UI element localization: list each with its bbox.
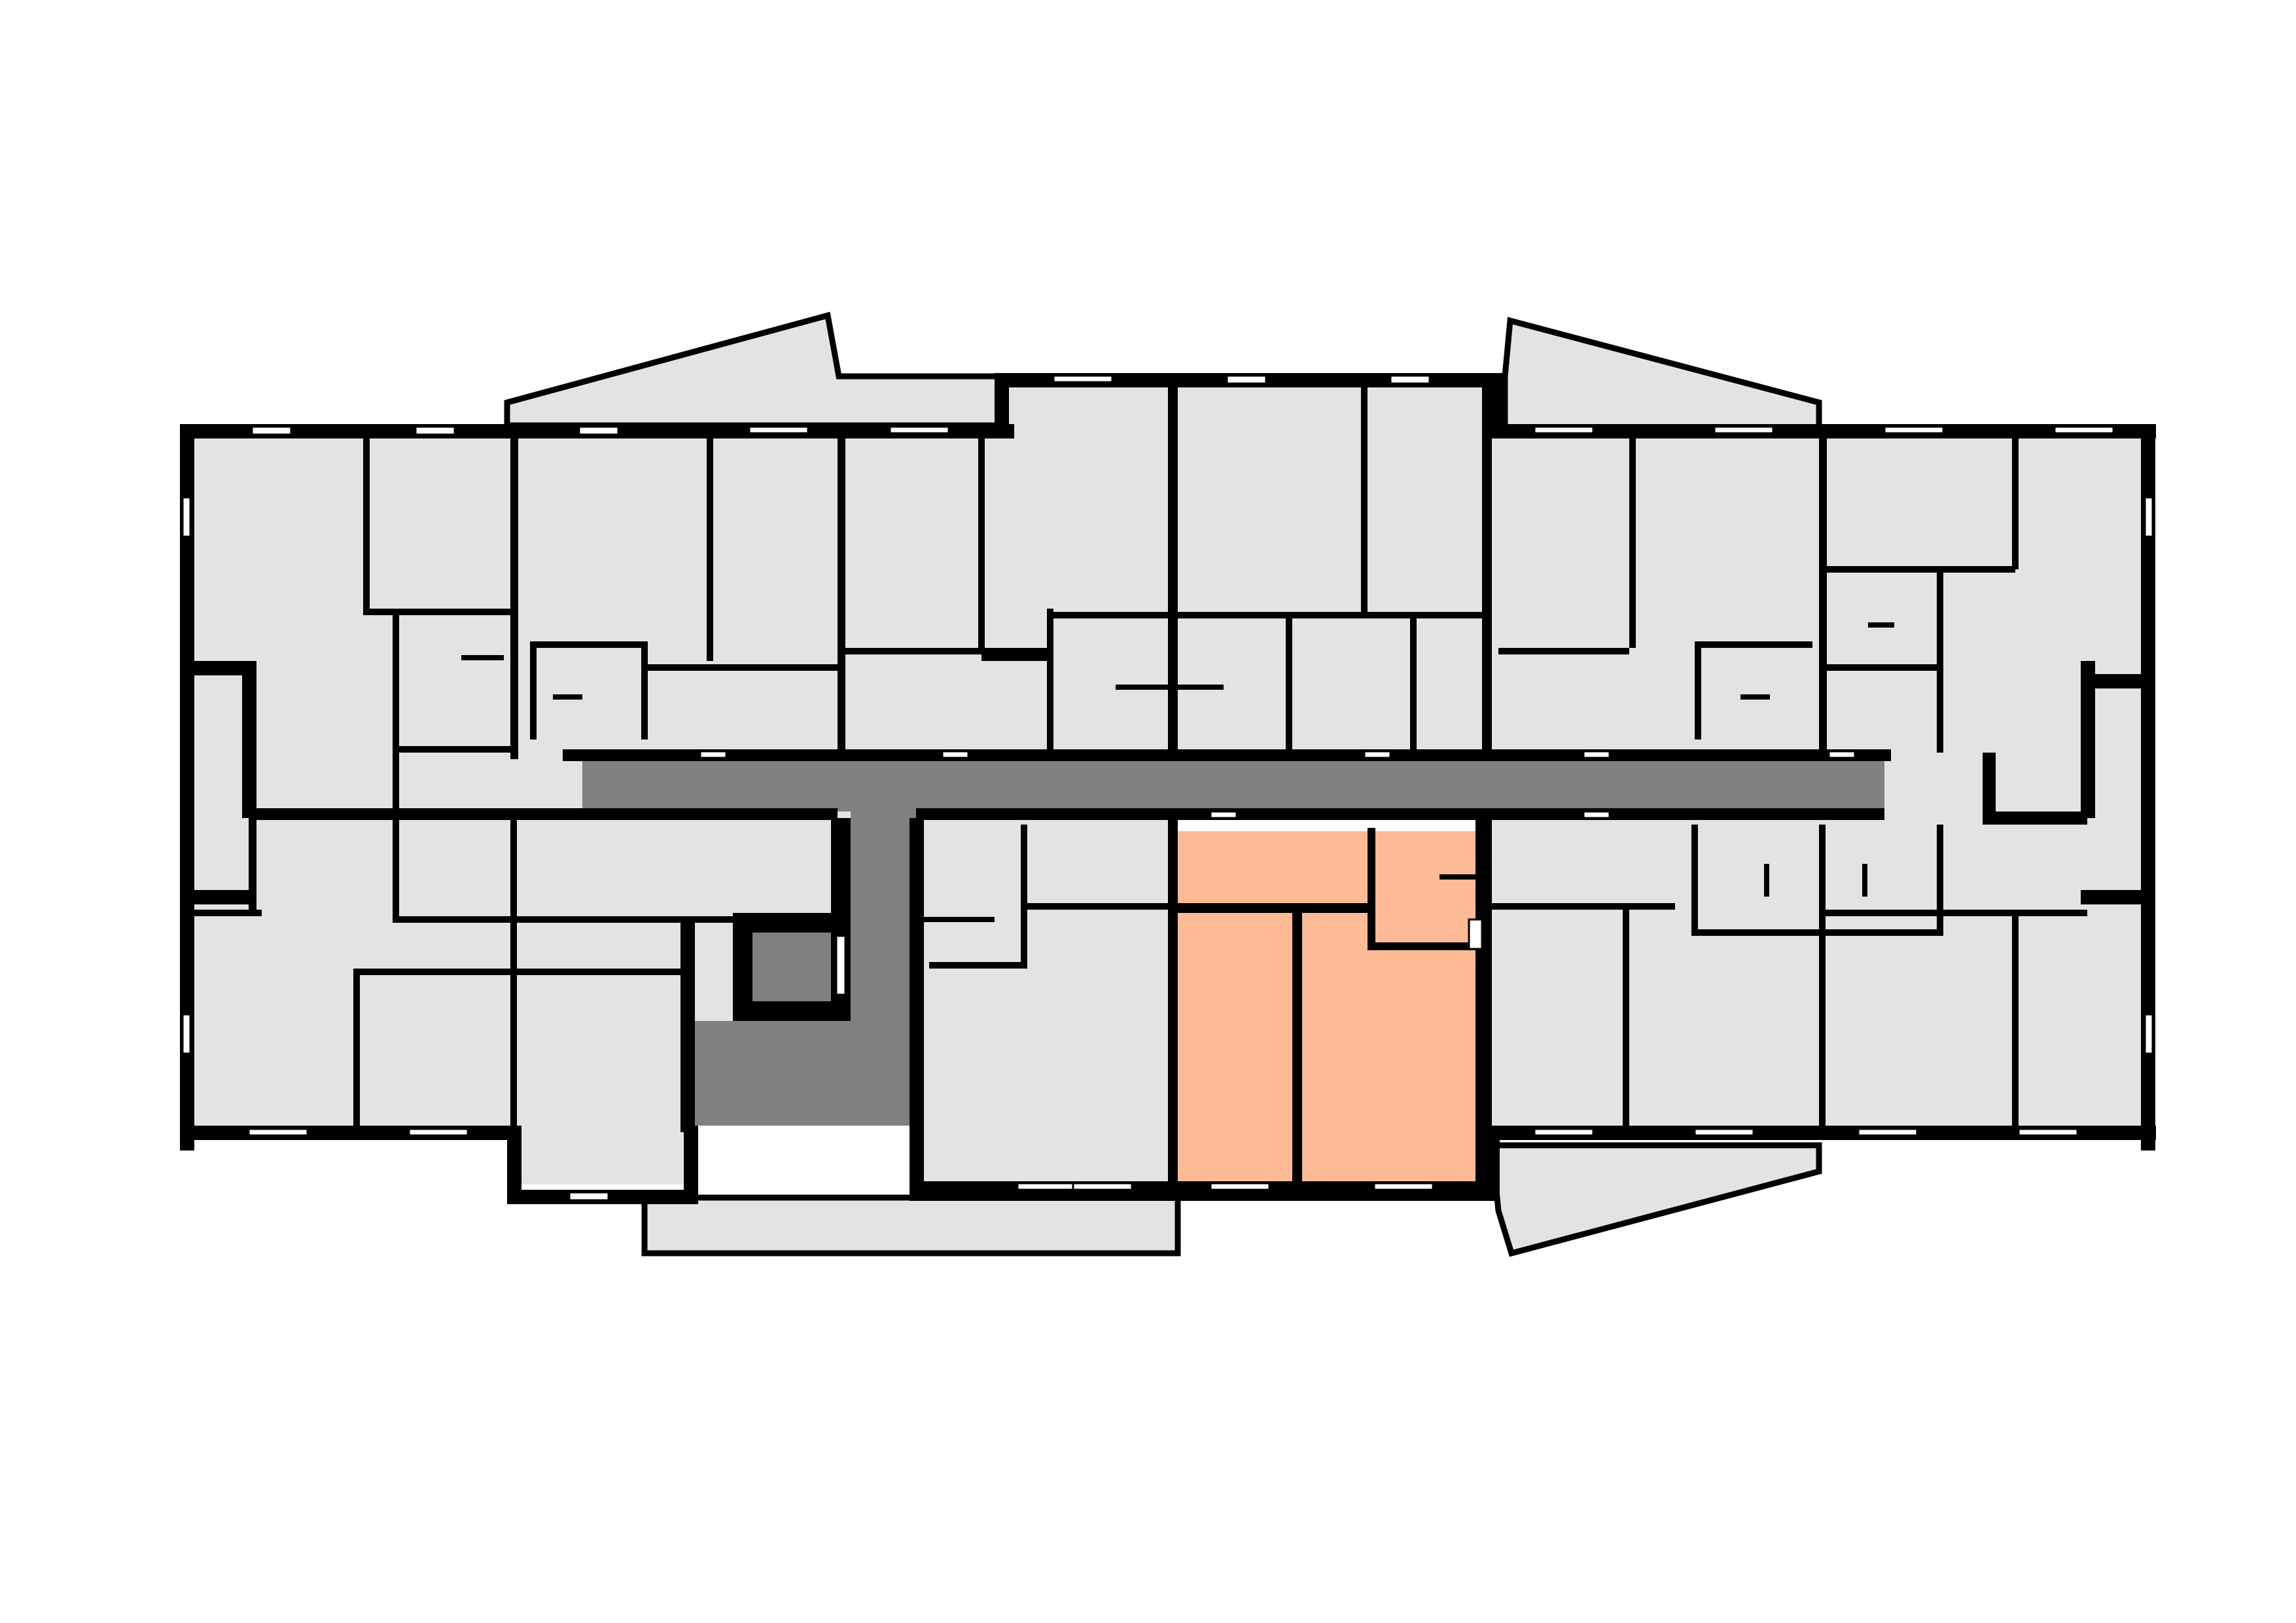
balcony-ne xyxy=(1502,317,1822,432)
balconies xyxy=(504,312,1822,1257)
corridor xyxy=(582,759,1884,812)
highlighted-apartment[interactable] xyxy=(1178,831,1475,1181)
balcony-south xyxy=(641,1194,1181,1257)
balcony-se xyxy=(1489,1142,1822,1257)
elevator xyxy=(749,926,834,1001)
stair xyxy=(694,1021,851,1126)
stair-core xyxy=(851,812,916,1126)
door-swings xyxy=(461,622,1894,922)
common-areas xyxy=(582,759,1884,1126)
balcony-nw xyxy=(504,312,1004,429)
windows xyxy=(181,374,2154,1202)
walls xyxy=(180,373,2156,1204)
